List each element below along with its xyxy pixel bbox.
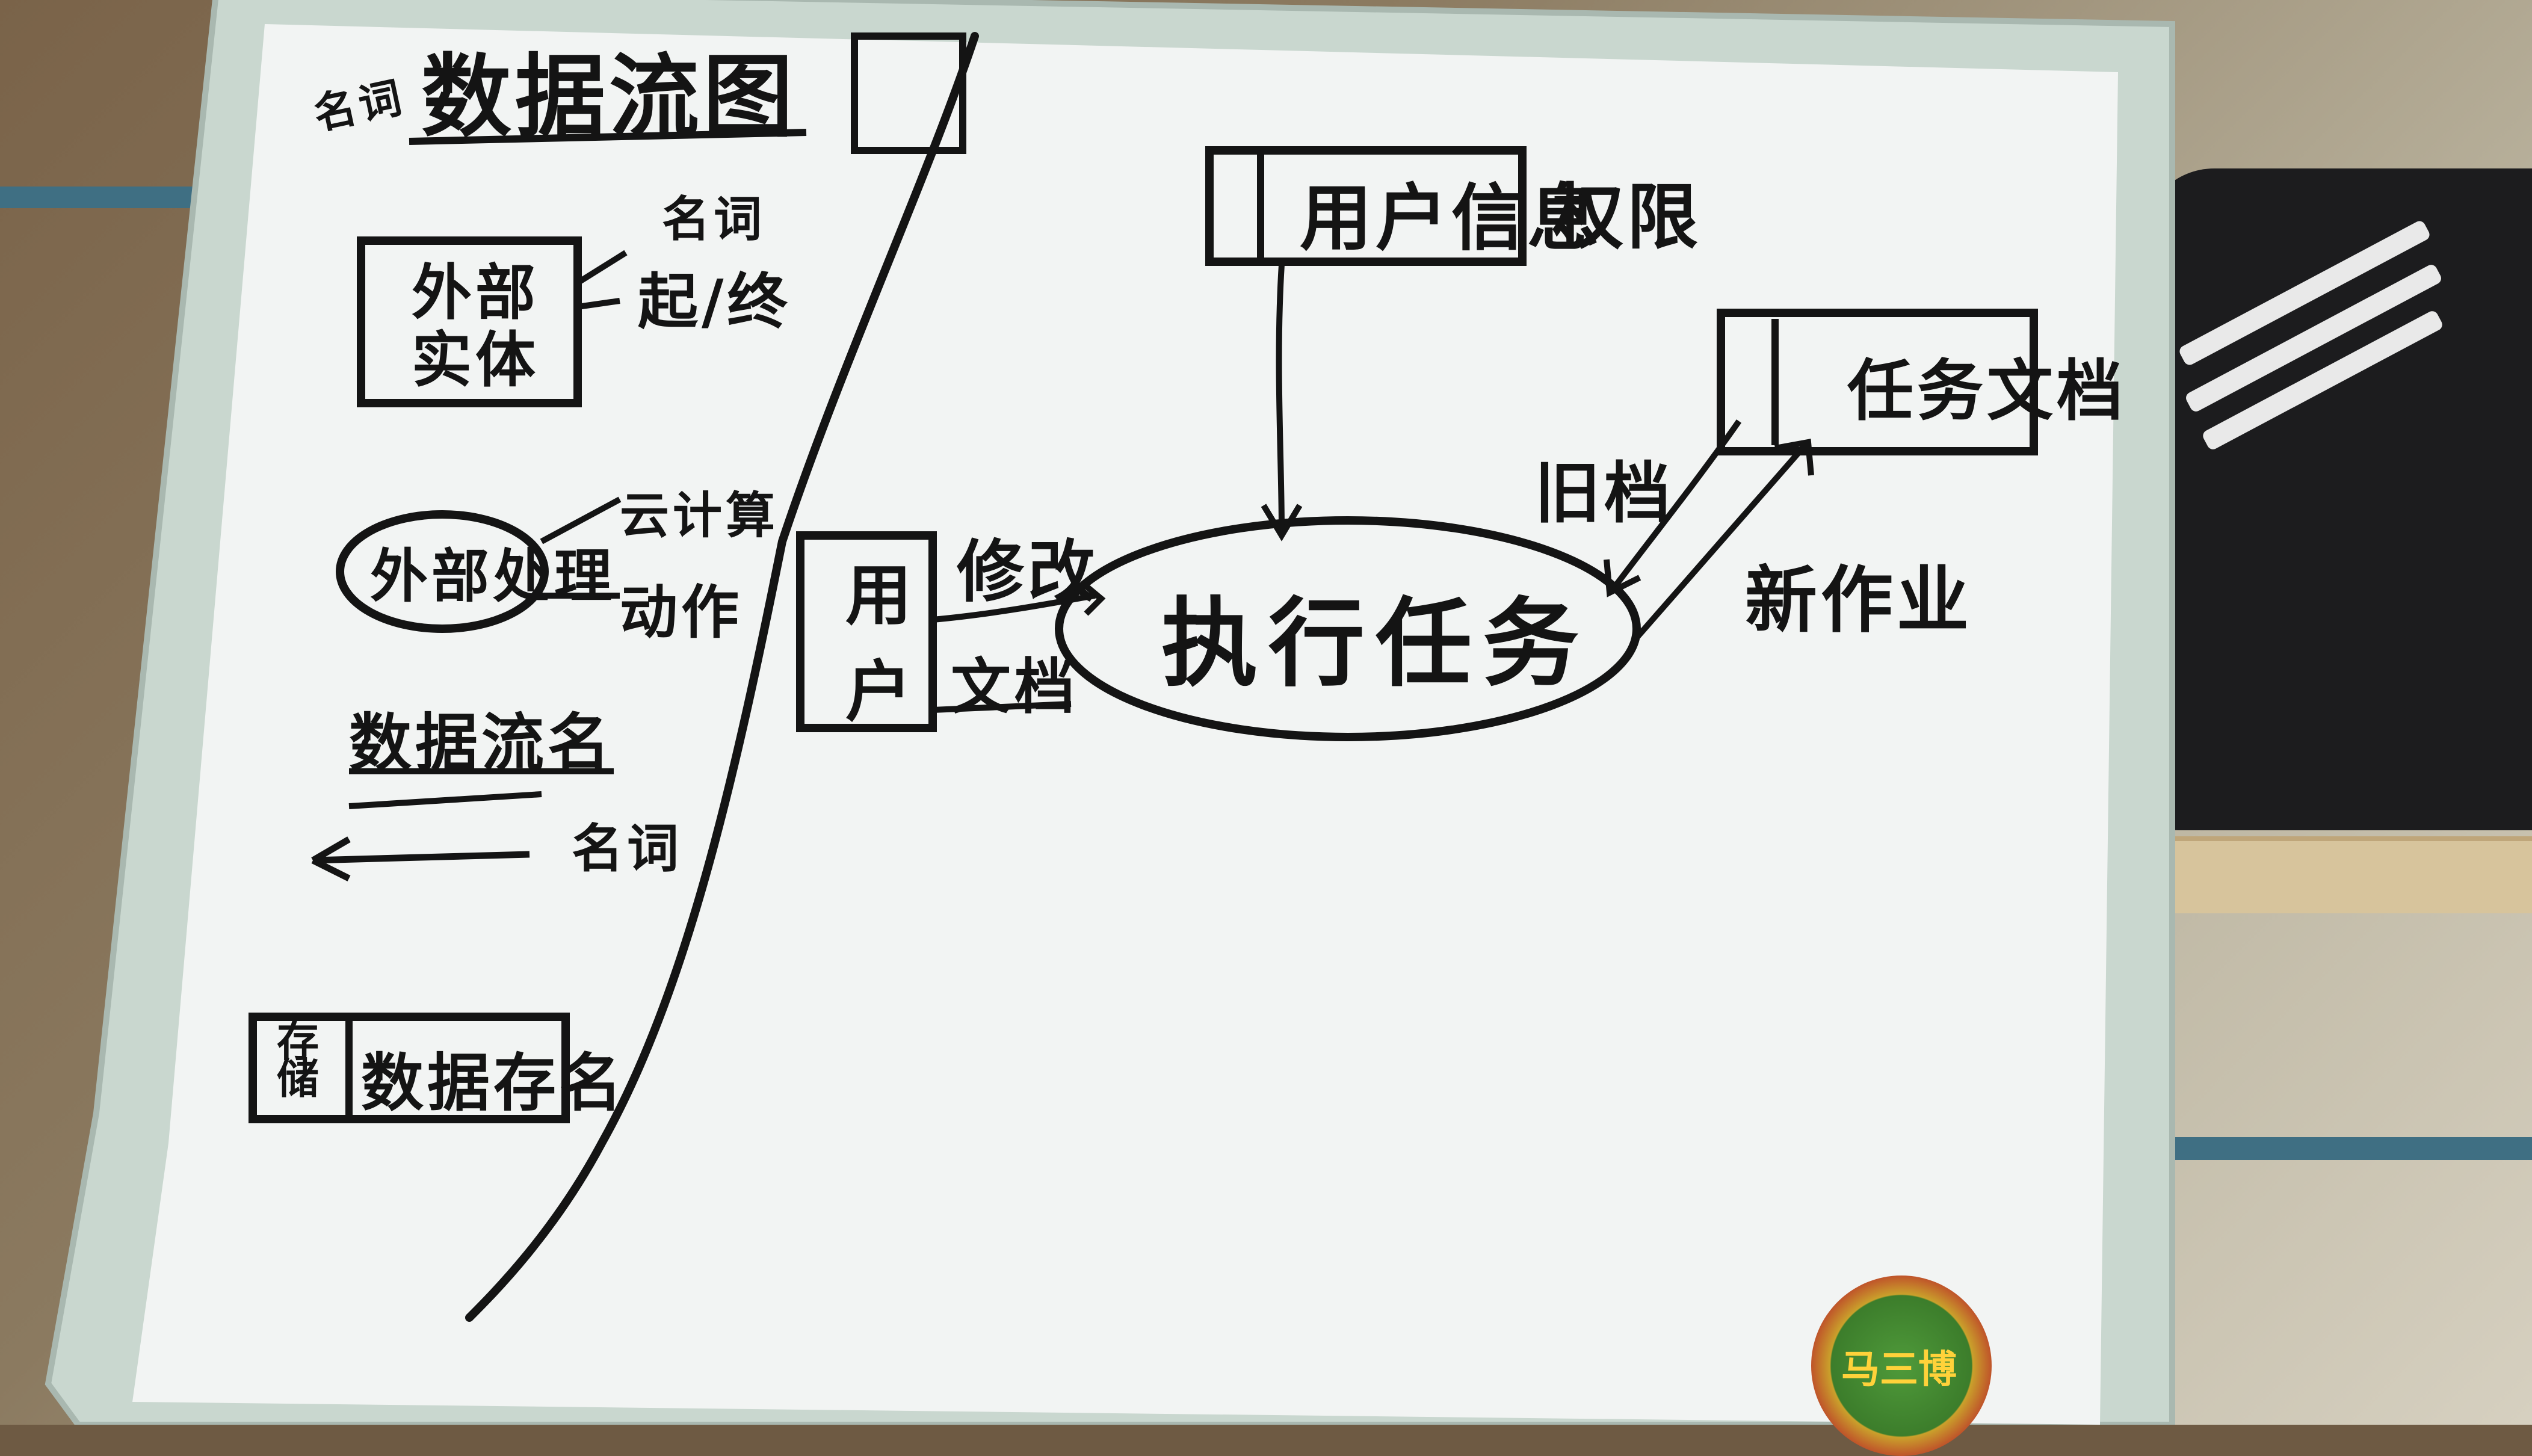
permission-flow-label: 权限: [1552, 175, 1702, 259]
external-entity-box: [357, 236, 582, 407]
task-doc-store-label: 任务文档: [1847, 352, 2126, 430]
old-doc-arrow: [1610, 419, 1742, 592]
flow-arrow-left: [311, 836, 530, 881]
user-info-arrowhead: [1261, 504, 1303, 541]
chair-bar: [0, 187, 217, 208]
sticker-text: 马三博: [1841, 1347, 1957, 1392]
user-info-arrow: [1276, 264, 1285, 530]
old-doc-flow-label: 旧档: [1534, 454, 1674, 532]
execute-task-ellipse: [1055, 516, 1641, 741]
store-id-label: 存储: [277, 1016, 323, 1103]
user-entity-label: 用户: [845, 557, 915, 730]
new-work-arrow: [1634, 443, 1808, 640]
divider-line: [465, 32, 979, 1322]
process-pointer-lines: [540, 496, 622, 599]
title-box: [851, 32, 966, 154]
old-doc-arrowhead: [1604, 559, 1641, 597]
start-end-note: 起/终: [638, 266, 791, 337]
metal-bar: [2106, 1137, 2532, 1160]
store-name-label: 数据存名: [361, 1046, 626, 1120]
user-info-store-box: [1205, 146, 1527, 266]
data-store-legend-box: [249, 1013, 570, 1123]
new-work-flow-label: 新作业: [1745, 558, 1972, 643]
modify-flow-label: 修改: [957, 532, 1099, 611]
title-underline: [409, 129, 807, 145]
external-entity-label: 外部实体: [412, 257, 539, 395]
modify-arrow: [932, 593, 1096, 623]
nouns-note: 名词: [662, 191, 765, 247]
process-label: 执行任务: [1161, 587, 1590, 700]
user-info-store-label: 用户信息: [1300, 176, 1603, 261]
action-note: 动作: [620, 578, 743, 646]
external-process-ellipse: [336, 510, 549, 633]
doc-flow-line: [932, 701, 1072, 713]
task-doc-store-box: [1717, 309, 2038, 455]
flow-underline: [348, 791, 542, 809]
entity-pointer-lines: [576, 250, 628, 310]
wooden-shelf: [2118, 836, 2532, 913]
page-title: 数据流图: [421, 44, 797, 150]
flow-noun-note: 名词: [572, 818, 682, 879]
modify-arrowhead: [1081, 581, 1106, 616]
cloud-note: 云计算: [620, 487, 779, 544]
doc-flow-label: 文档: [951, 651, 1078, 722]
flow-name-label: 数据流名: [349, 706, 614, 780]
user-entity-box: [796, 531, 937, 732]
whiteboard: 名词 数据流图 名词 起/终 外部实体 外部处理 云计算 动作 数据流名 名词 …: [12, 0, 2190, 1425]
board-surface: [132, 24, 2118, 1425]
new-work-arrowhead: [1774, 439, 1814, 476]
whiteboard-drawing: [45, 0, 2175, 1425]
external-process-label: 外部处理: [370, 542, 616, 610]
